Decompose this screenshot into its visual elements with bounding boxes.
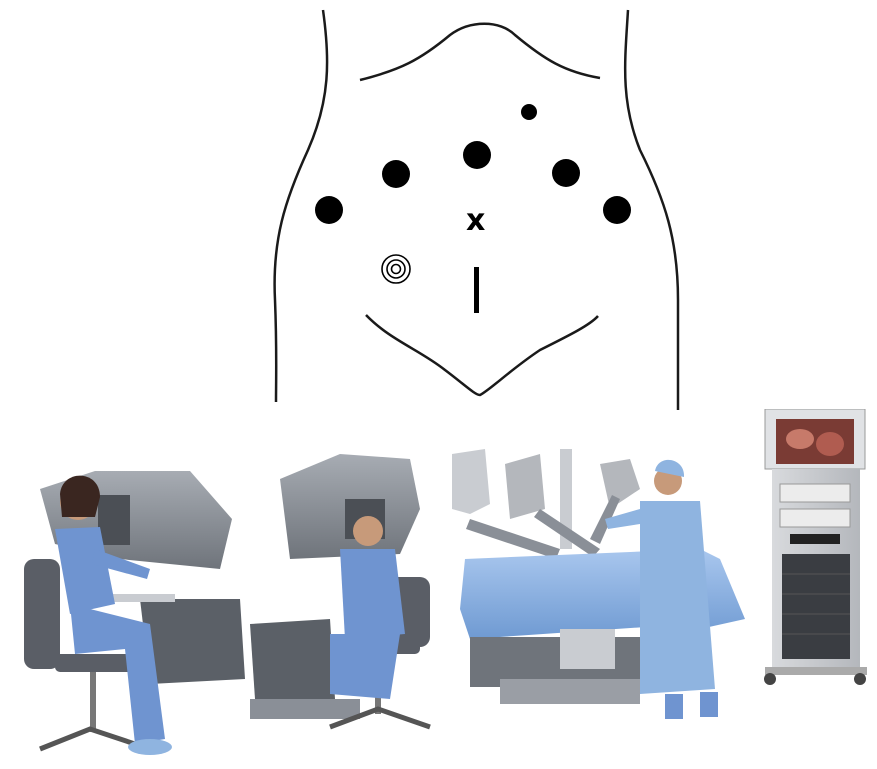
abdomen-port-diagram <box>0 0 877 420</box>
vision-tower <box>764 409 867 685</box>
port-robotic-5 <box>603 196 631 224</box>
patient-side-cart <box>452 449 640 559</box>
pelvis-outline <box>366 315 598 395</box>
port-robotic-4 <box>552 159 580 187</box>
torso-right-outline <box>625 10 678 410</box>
incision-line <box>474 267 479 313</box>
port-robotic-3 <box>463 141 491 169</box>
rib-cage-outline <box>360 24 600 80</box>
port-camera-center <box>392 265 401 274</box>
robotic-system-illustration <box>0 409 877 769</box>
port-accessory <box>521 104 537 120</box>
port-robotic-2 <box>382 160 410 188</box>
target-x-marker: x <box>466 206 485 236</box>
port-camera-inner <box>387 260 405 278</box>
port-robotic-1 <box>315 196 343 224</box>
